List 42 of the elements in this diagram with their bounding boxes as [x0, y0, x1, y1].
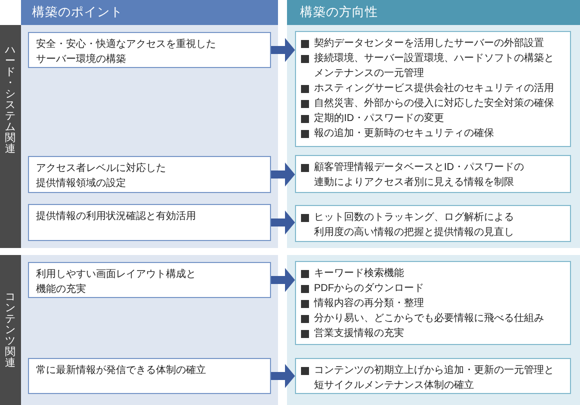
category-label: コンテンツ関連: [4, 292, 16, 368]
text-box: [28, 358, 271, 394]
list-item-text: 分かり易い、どこからでも必要情報に飛べる仕組み: [314, 312, 544, 326]
header-text: 構築の方向性: [300, 5, 378, 20]
category-band: [0, 25, 21, 248]
box-text: 安全・安心・快適なアクセスを重視したサーバー環境の構築: [36, 38, 217, 67]
header-text: 構築のポイント: [32, 5, 123, 20]
box-text: 常に最新情報が発信できる体制の確立: [36, 364, 206, 378]
list-box: [295, 205, 571, 242]
column-header: [21, 0, 278, 25]
list-item-text: 顧客管理情報データベースとID・パスワードの連動によりアクセス者別に見える情報を制限: [314, 160, 525, 190]
list-item-text: 営業支援情報の充実: [314, 326, 404, 341]
list-box: [295, 31, 571, 147]
arrow: [271, 210, 295, 234]
category-band: [0, 255, 21, 405]
list-item-text: 報の追加・更新時のセキュリティの確保: [314, 126, 494, 141]
arrow: [271, 162, 295, 186]
text-box: [28, 32, 271, 68]
list-item-text: キーワード検索機能: [314, 266, 404, 281]
text-box: [28, 262, 271, 298]
list-box: [295, 155, 571, 193]
text-box: [28, 204, 271, 241]
list-item-text: 契約データセンターを活用したサーバーの外部設置: [314, 36, 544, 51]
list-item-text: 情報内容の再分類・整理: [314, 296, 424, 311]
list-item-text: 接続環境、サーバー設置環境、ハードソフトの構築とメンテナンスの一元管理: [314, 52, 555, 81]
arrow: [271, 268, 295, 292]
list-box: [295, 261, 571, 345]
text-box: [28, 156, 271, 193]
box-text: 提供情報の利用状況確認と有効活用: [36, 210, 196, 224]
column-header: [287, 0, 580, 25]
box-text: アクセス者レベルに対応した提供情報領域の設定: [36, 162, 167, 191]
arrow: [271, 38, 295, 62]
box-text: 利用しやすい画面レイアウト構成と機能の充実: [36, 268, 197, 297]
list-item-text: PDFからのダウンロード: [314, 282, 424, 296]
list-item-text: コンテンツの初期立上げから追加・更新の一元管理と短サイクルメンテナンス体制の確立: [314, 364, 555, 393]
list-item-text: 定期的ID・パスワードの変更: [314, 112, 444, 126]
list-box: [295, 358, 571, 394]
arrow: [271, 364, 295, 388]
list-item-text: 自然災害、外部からの侵入に対応した安全対策の確保: [314, 96, 554, 111]
list-item-text: ヒット回数のトラッキング、ログ解析による利用度の高い情報の把握と提供情報の見直し: [314, 210, 515, 240]
list-item-text: ホスティングサービス提供会社のセキュリティの活用: [314, 82, 554, 96]
category-label: ハード・システム関連: [4, 45, 16, 155]
